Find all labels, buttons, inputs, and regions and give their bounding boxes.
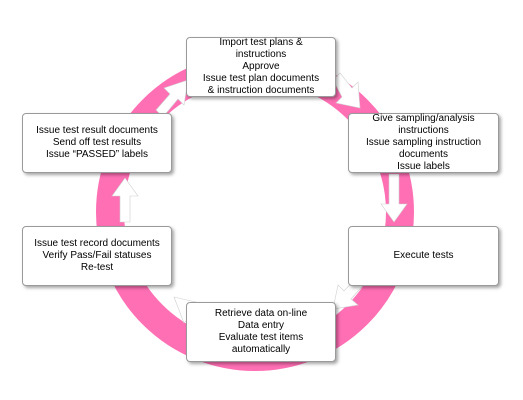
step-import-line: & instruction documents <box>207 85 315 96</box>
step-import-line: Approve <box>242 61 280 72</box>
step-result-line: Issue test result documents <box>36 125 158 136</box>
step-import-line: Import test plans & <box>219 37 303 48</box>
step-result-line: Send off test results <box>52 137 142 148</box>
arrow-import-to-sampling <box>332 72 361 109</box>
step-sampling-line: Issue labels <box>397 161 450 172</box>
step-retrieve-line: Evaluate test items <box>218 332 304 343</box>
step-record-line: Verify Pass/Fail statuses <box>42 250 152 261</box>
arrow-sampling-to-execute <box>380 173 408 223</box>
step-sampling-line: Issue sampling instruction <box>365 137 482 148</box>
step-execute: Execute tests <box>348 226 499 286</box>
step-result-line: Issue “PASSED” labels <box>45 149 149 160</box>
arrow-record-to-result <box>111 177 139 223</box>
step-result: Issue test result documents Send off tes… <box>22 113 172 173</box>
step-retrieve-line: automatically <box>231 344 291 355</box>
step-retrieve: Retrieve data on-line Data entry Evaluat… <box>186 302 336 362</box>
step-sampling-line: documents <box>399 149 448 160</box>
step-record-line: Re-test <box>80 262 114 273</box>
step-sampling: Give sampling/analysis instructions Issu… <box>348 113 499 173</box>
step-import-line: Issue test plan documents <box>202 73 320 84</box>
step-retrieve-line: Data entry <box>237 320 285 331</box>
step-sampling-line: instructions <box>398 125 449 136</box>
step-import: Import test plans & instructions Approve… <box>186 37 336 97</box>
step-record-line: Issue test record documents <box>34 238 160 249</box>
step-sampling-line: Give sampling/analysis <box>372 113 475 124</box>
step-record: Issue test record documents Verify Pass/… <box>22 226 172 286</box>
arrow-result-to-import <box>155 79 189 118</box>
step-execute-line: Execute tests <box>393 250 454 261</box>
step-import-line: instructions <box>235 49 287 60</box>
step-retrieve-line: Retrieve data on-line <box>214 308 308 319</box>
